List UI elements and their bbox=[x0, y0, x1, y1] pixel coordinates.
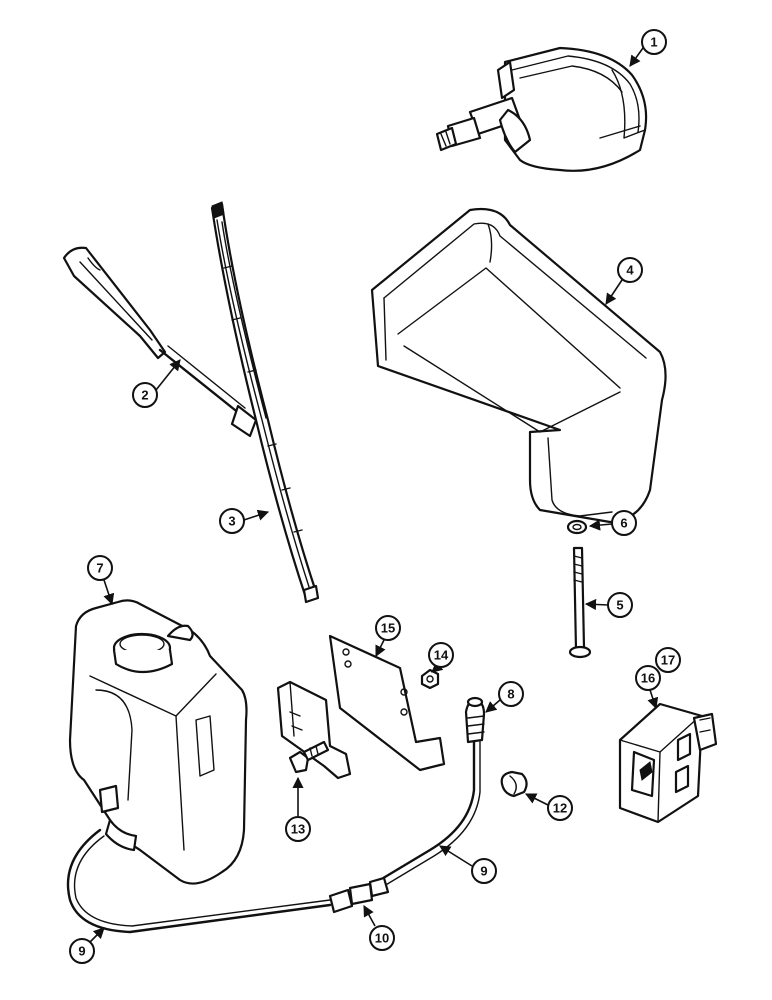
mounting-bracket bbox=[276, 634, 446, 780]
washer-hose bbox=[66, 738, 481, 934]
callout-15: 15 bbox=[375, 615, 401, 658]
storage-tray bbox=[370, 207, 667, 524]
svg-text:15: 15 bbox=[381, 621, 395, 636]
svg-text:10: 10 bbox=[375, 931, 389, 946]
washer-reservoir bbox=[68, 599, 248, 885]
hose-connector bbox=[328, 876, 390, 914]
callout-16: 16 bbox=[635, 665, 661, 710]
nut bbox=[420, 668, 440, 690]
svg-text:6: 6 bbox=[620, 516, 627, 531]
callout-12: 12 bbox=[524, 793, 573, 821]
wiper-motor bbox=[435, 46, 648, 172]
long-bolt bbox=[568, 546, 592, 659]
svg-text:12: 12 bbox=[553, 801, 567, 816]
callout-13: 13 bbox=[285, 776, 311, 842]
wiper-blade bbox=[210, 201, 320, 604]
svg-text:8: 8 bbox=[507, 687, 514, 702]
callout-14: 14 bbox=[428, 642, 454, 673]
washer-nozzle bbox=[464, 696, 486, 744]
callout-17: 17 bbox=[655, 647, 681, 673]
svg-text:1: 1 bbox=[650, 35, 657, 50]
svg-text:7: 7 bbox=[96, 561, 103, 576]
svg-text:2: 2 bbox=[141, 388, 148, 403]
svg-text:13: 13 bbox=[291, 822, 305, 837]
wiper-arm bbox=[62, 246, 258, 438]
callout-6: 6 bbox=[588, 510, 637, 536]
callout-9-upper: 9 bbox=[439, 845, 497, 884]
callout-1: 1 bbox=[629, 29, 667, 67]
callout-2: 2 bbox=[132, 359, 181, 408]
svg-text:17: 17 bbox=[661, 653, 675, 668]
washer bbox=[566, 519, 588, 535]
svg-text:5: 5 bbox=[616, 598, 623, 613]
svg-text:3: 3 bbox=[228, 514, 235, 529]
callout-7: 7 bbox=[87, 555, 115, 606]
callout-9-lower: 9 bbox=[69, 927, 105, 964]
callout-3: 3 bbox=[219, 508, 270, 534]
svg-text:16: 16 bbox=[641, 671, 655, 686]
callout-4: 4 bbox=[605, 257, 643, 305]
callout-5: 5 bbox=[584, 592, 633, 618]
wiper-switch bbox=[618, 702, 718, 824]
hose-clip bbox=[500, 770, 528, 798]
svg-text:9: 9 bbox=[78, 944, 85, 959]
callout-8: 8 bbox=[485, 681, 524, 713]
svg-text:9: 9 bbox=[480, 864, 487, 879]
svg-text:14: 14 bbox=[434, 648, 449, 663]
svg-text:4: 4 bbox=[626, 263, 634, 278]
callout-10: 10 bbox=[363, 905, 395, 951]
screw bbox=[288, 740, 330, 774]
